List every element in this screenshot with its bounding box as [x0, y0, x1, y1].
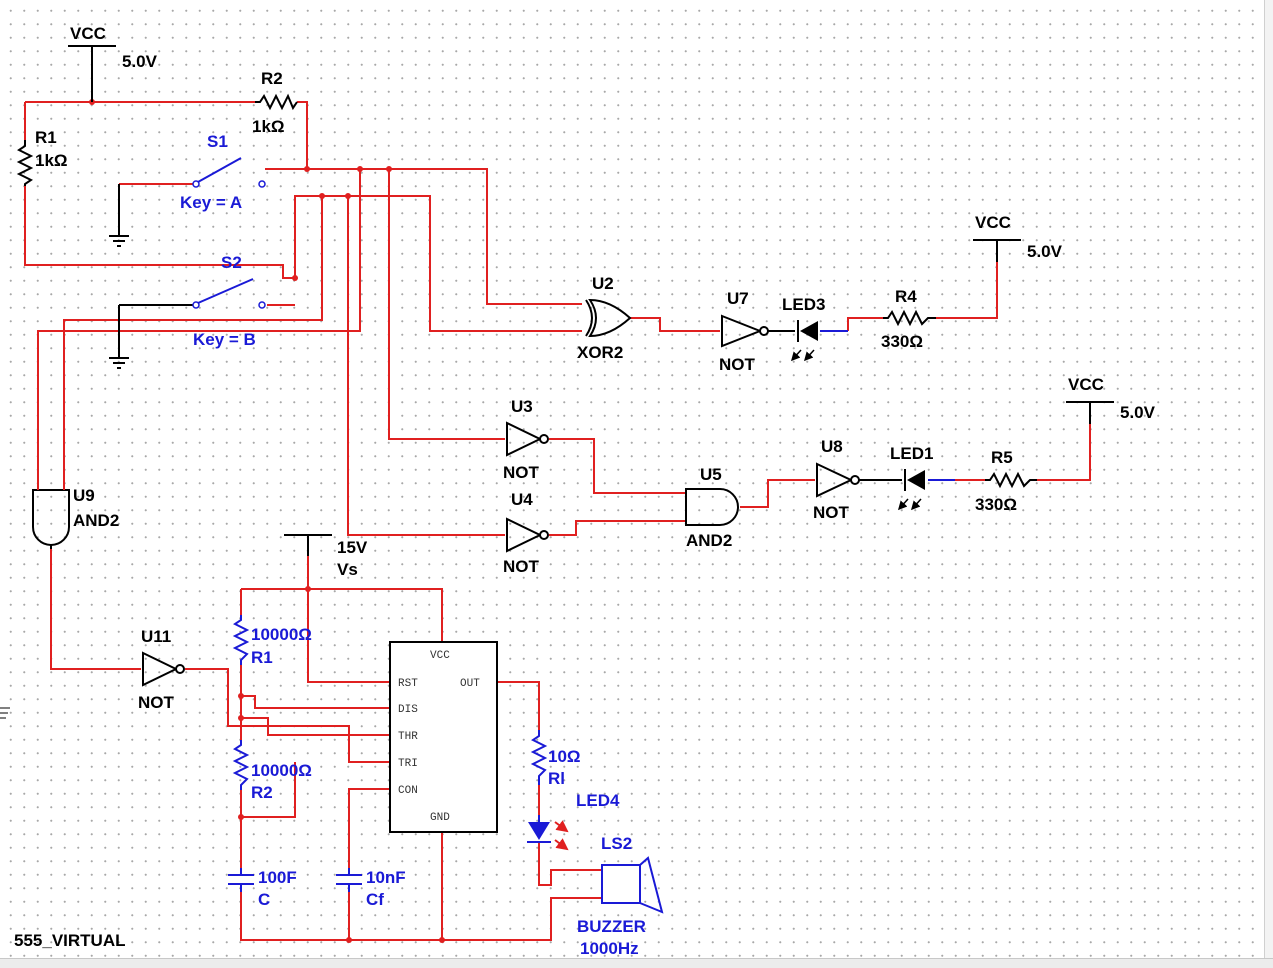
vs-name: Vs [337, 560, 358, 579]
resistor-r2-timer[interactable]: 10000Ω R2 [232, 740, 312, 802]
timer-555[interactable]: VCC RST OUT DIS THR TRI CON GND [389, 641, 498, 833]
s2-key: Key = B [193, 330, 256, 349]
r5-value: 330Ω [975, 495, 1017, 514]
r1-timer-value: 10000Ω [251, 625, 312, 644]
r5-ref: R5 [991, 448, 1013, 467]
led3-ref: LED3 [782, 295, 825, 314]
vcc-symbol-2[interactable]: VCC 5.0V [973, 213, 1063, 262]
pin-out: OUT [460, 678, 480, 690]
led4[interactable]: LED4 [527, 791, 620, 851]
vcc-symbol-1[interactable]: VCC 5.0V [68, 24, 158, 102]
resistor-r1-top[interactable]: R1 1kΩ [16, 128, 68, 186]
r1-top-ref: R1 [35, 128, 57, 147]
gate-u9-and[interactable]: U9 AND2 [32, 486, 119, 549]
r2-timer-value: 10000Ω [251, 761, 312, 780]
canvas-scroll-edge[interactable] [1264, 0, 1273, 958]
switch-s1[interactable]: S1 Key = A [180, 132, 266, 212]
u3-ref: U3 [511, 397, 533, 416]
gate-u8-not[interactable]: U8 NOT [813, 437, 860, 522]
gate-u4-not[interactable]: U4 NOT [503, 490, 549, 576]
led4-ref: LED4 [576, 791, 620, 810]
pin-rst: RST [398, 678, 418, 690]
u8-ref: U8 [821, 437, 843, 456]
u7-ref: U7 [727, 289, 749, 308]
u5-ref: U5 [700, 465, 722, 484]
resistor-r4[interactable]: R4 330Ω [881, 287, 936, 351]
pin-thr: THR [398, 731, 418, 743]
cf-ref: Cf [366, 890, 384, 909]
vcc1-name: VCC [70, 24, 106, 43]
led3[interactable]: LED3 [782, 295, 825, 362]
u2-ref: U2 [592, 274, 614, 293]
u3-type: NOT [503, 463, 540, 482]
u2-type: XOR2 [577, 343, 623, 362]
cf-value: 10nF [366, 868, 406, 887]
gate-u2-xor[interactable]: U2 XOR2 [577, 274, 632, 362]
capacitor-cf[interactable]: 10nF Cf [336, 868, 406, 909]
r2-timer-ref: R2 [251, 783, 273, 802]
u9-ref: U9 [73, 486, 95, 505]
switch-s2[interactable]: S2 Key = B [192, 253, 266, 349]
resistor-r2-top[interactable]: R2 1kΩ [252, 69, 298, 136]
r4-value: 330Ω [881, 332, 923, 351]
rl-value: 10Ω [548, 747, 581, 766]
u5-type: AND2 [686, 531, 732, 550]
u9-type: AND2 [73, 511, 119, 530]
gate-u5-and[interactable]: U5 AND2 [685, 465, 739, 550]
r4-ref: R4 [895, 287, 917, 306]
resistor-rl[interactable]: 10Ω Rl [530, 730, 581, 788]
vcc1-voltage: 5.0V [122, 52, 158, 71]
vcc2-name: VCC [975, 213, 1011, 232]
vs-voltage: 15V [337, 538, 368, 557]
capacitor-c[interactable]: 100F C [228, 868, 297, 909]
vcc3-name: VCC [1068, 375, 1104, 394]
s2-ref: S2 [221, 253, 242, 272]
r2-top-ref: R2 [261, 69, 283, 88]
pin-vcc: VCC [430, 650, 450, 662]
buzzer-freq: 1000Hz [580, 939, 639, 958]
u4-type: NOT [503, 557, 540, 576]
left-edge-marker [0, 707, 10, 719]
resistor-r1-timer[interactable]: 10000Ω R1 [232, 615, 312, 667]
pin-con: CON [398, 785, 418, 797]
r1-top-value: 1kΩ [35, 151, 68, 170]
ground-symbol-1 [109, 184, 129, 247]
vcc2-voltage: 5.0V [1027, 242, 1063, 261]
led1[interactable]: LED1 [890, 444, 933, 511]
u7-type: NOT [719, 355, 756, 374]
resistor-r5[interactable]: R5 330Ω [975, 448, 1037, 514]
s1-ref: S1 [207, 132, 228, 151]
vs-source-symbol[interactable]: 15V Vs [284, 534, 368, 579]
u4-ref: U4 [511, 490, 533, 509]
gate-u3-not[interactable]: U3 NOT [503, 397, 549, 482]
u11-type: NOT [138, 693, 175, 712]
r1-timer-ref: R1 [251, 648, 273, 667]
ground-symbol-2 [109, 305, 129, 369]
u8-type: NOT [813, 503, 850, 522]
timer-name-label: 555_VIRTUAL [14, 931, 125, 950]
pin-gnd: GND [430, 812, 450, 824]
c-ref: C [258, 890, 270, 909]
vcc-symbol-3[interactable]: VCC 5.0V [1066, 375, 1156, 424]
r2-top-value: 1kΩ [252, 117, 285, 136]
rl-ref: Rl [548, 769, 565, 788]
buzzer-type: BUZZER [577, 917, 646, 936]
led1-ref: LED1 [890, 444, 933, 463]
buzzer-ls2[interactable]: LS2 BUZZER 1000Hz [577, 834, 664, 958]
u9-input-leads [37, 471, 65, 490]
buzzer-ref: LS2 [601, 834, 632, 853]
c-value: 100F [258, 868, 297, 887]
pin-dis: DIS [398, 704, 418, 716]
gate-u7-not[interactable]: U7 NOT [719, 289, 769, 374]
status-bar [0, 958, 1273, 968]
gate-u11-not[interactable]: U11 NOT [138, 627, 185, 712]
pin-tri: TRI [398, 758, 418, 770]
wires [24, 101, 1091, 941]
u11-ref: U11 [141, 627, 171, 646]
junctions [89, 99, 445, 943]
vcc3-voltage: 5.0V [1120, 403, 1156, 422]
s1-key: Key = A [180, 193, 242, 212]
